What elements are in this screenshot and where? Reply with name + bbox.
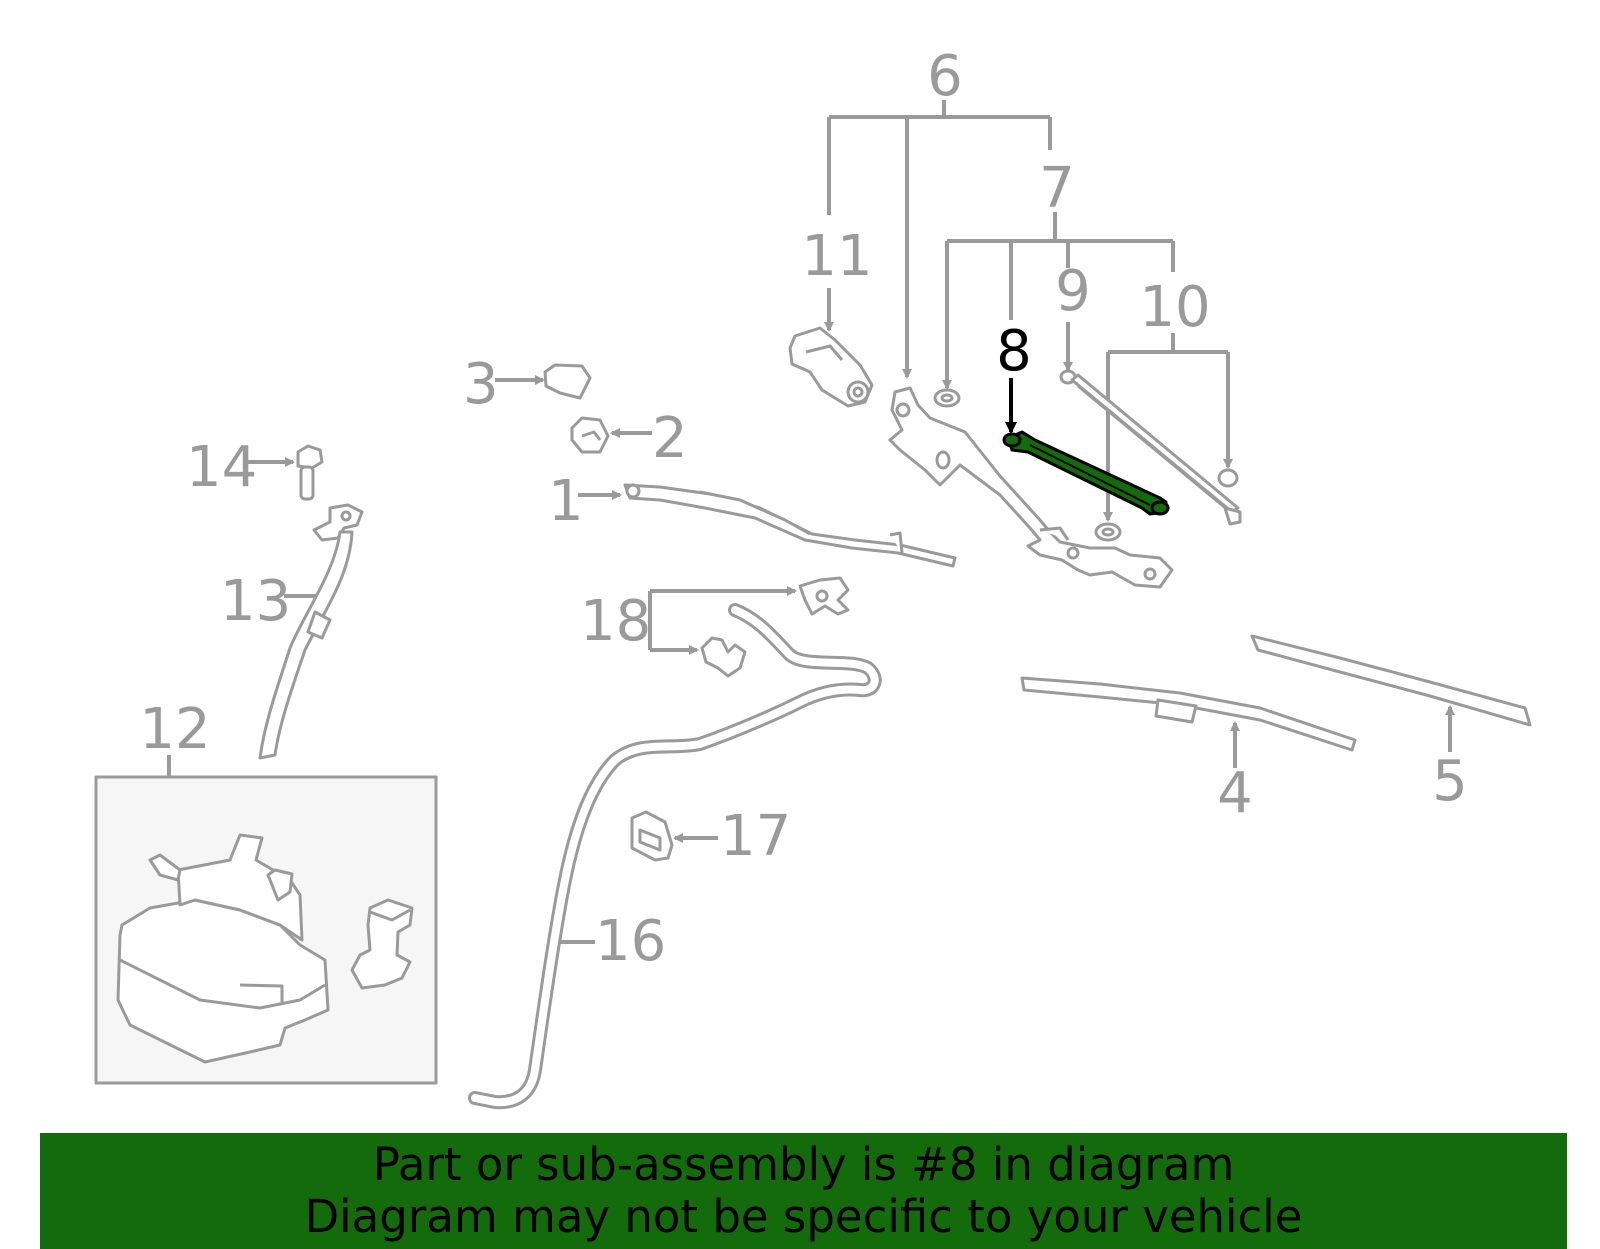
callout-5: 5 <box>1432 749 1468 814</box>
bracket-6 <box>827 100 1052 379</box>
callout-7: 7 <box>1039 156 1075 221</box>
washer-reservoir <box>116 833 330 1064</box>
wiper-blade-4 <box>1020 676 1357 752</box>
part-14-bolt <box>296 444 324 501</box>
callout-4: 4 <box>1217 761 1253 826</box>
callout-13: 13 <box>220 569 291 634</box>
part-18-clip-upper <box>798 576 850 616</box>
part-16-hose-core <box>471 606 879 1107</box>
callout-10: 10 <box>1139 275 1210 340</box>
part-8-rod <box>1002 430 1170 516</box>
callout-16: 16 <box>595 909 666 974</box>
part-2-nut-detail <box>581 430 602 441</box>
callout-14: 14 <box>186 435 257 500</box>
part-15-pump <box>350 898 414 990</box>
info-banner: Part or sub-assembly is #8 in diagram Di… <box>40 1133 1567 1249</box>
wiper-motor <box>788 326 874 408</box>
bracket-18 <box>648 586 797 655</box>
callout-8: 8 <box>996 319 1032 384</box>
part-16-hose <box>468 603 882 1110</box>
part-3-cap <box>543 363 592 400</box>
banner-line-1: Part or sub-assembly is #8 in diagram <box>372 1138 1235 1191</box>
callout-3: 3 <box>463 352 499 417</box>
part-18-clip-lower <box>700 636 747 678</box>
part-9-rod <box>1059 369 1242 542</box>
callout-9: 9 <box>1055 259 1091 324</box>
callout-17: 17 <box>720 804 791 869</box>
part-17-clip <box>630 810 674 862</box>
linkage-washer-inner <box>940 393 954 403</box>
callout-12: 12 <box>139 697 210 762</box>
bracket-7 <box>942 212 1175 390</box>
wiper-blade-5 <box>1250 634 1532 727</box>
part-13-hose <box>258 503 364 760</box>
callout-6: 6 <box>927 44 963 109</box>
wiper-arm <box>623 483 957 568</box>
callout-11: 11 <box>801 224 872 289</box>
callout-2: 2 <box>652 406 688 471</box>
banner-line-2: Diagram may not be specific to your vehi… <box>304 1190 1303 1243</box>
linkage-assembly <box>888 386 1174 589</box>
callout-18: 18 <box>580 589 651 654</box>
callout-1: 1 <box>548 469 584 534</box>
